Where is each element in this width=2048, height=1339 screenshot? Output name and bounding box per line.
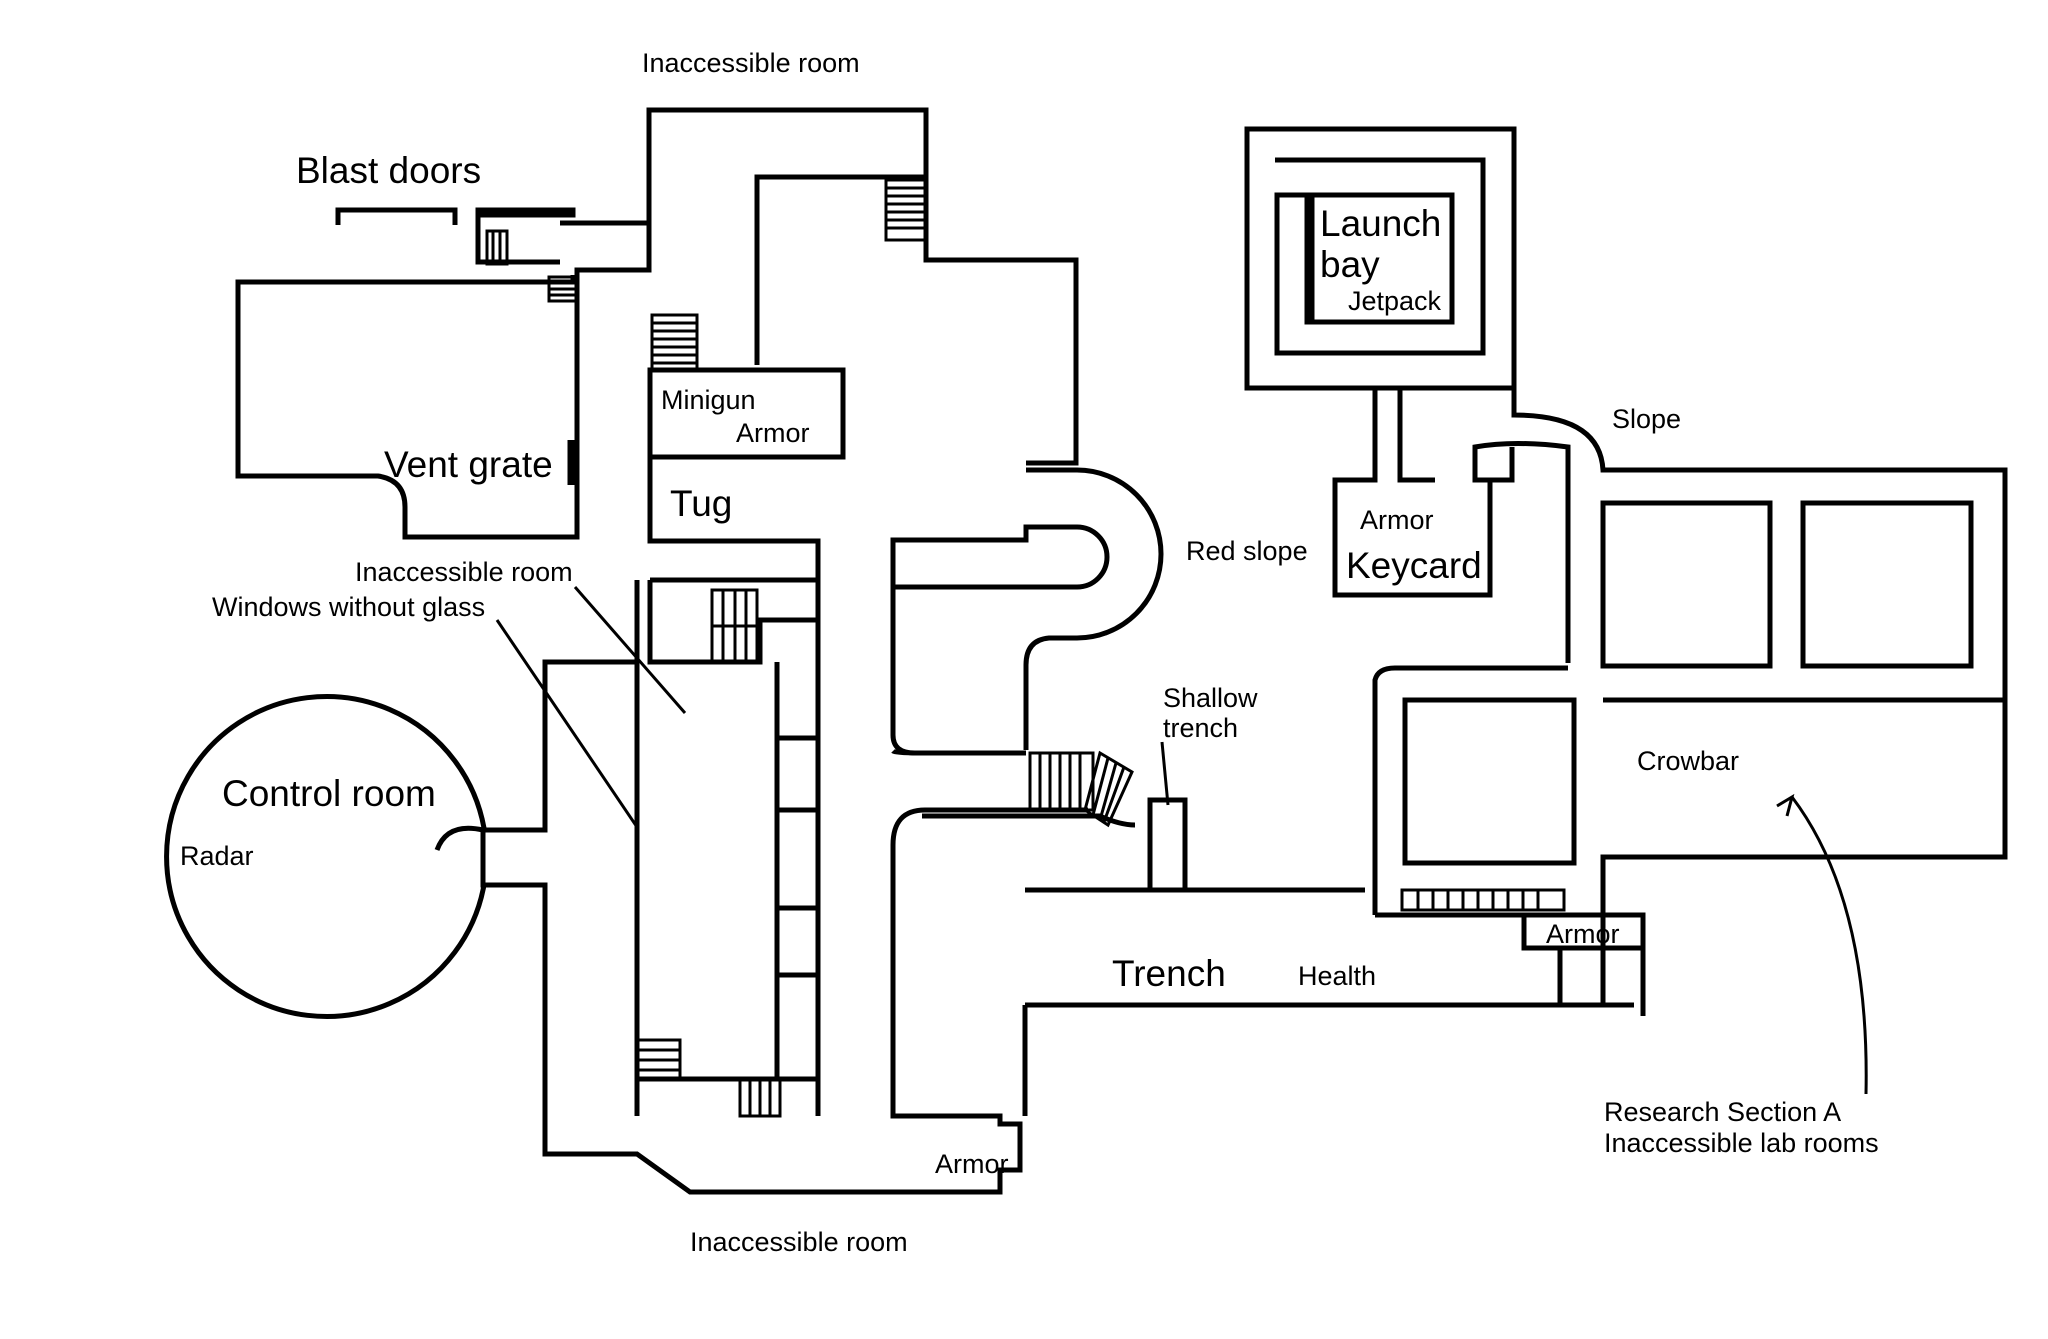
trench-sub-label: trench <box>1163 713 1239 743</box>
radar-label: Radar <box>180 841 254 871</box>
minigun-label: Minigun <box>661 385 756 415</box>
slope-label: Slope <box>1612 404 1682 434</box>
research-arrow <box>1790 796 1868 1095</box>
inaccessible-lab-rooms-label: Inaccessible lab rooms <box>1604 1128 1879 1158</box>
shallow-trench-pointer <box>1160 741 1170 806</box>
walls <box>164 107 2008 1195</box>
armor-minigun-label: Armor <box>736 418 810 448</box>
tug-corridor <box>647 457 821 1116</box>
shallow-trench <box>1147 797 1188 890</box>
research-section-label: Research Section A <box>1604 1097 1842 1127</box>
trench-label: Trench <box>1112 953 1226 994</box>
windows-without-glass-label: Windows without glass <box>212 592 486 622</box>
stair-6 <box>635 1038 682 1080</box>
red-slope-outer <box>1023 467 1164 750</box>
research-arrow-head <box>1776 793 1795 817</box>
lower-corridor <box>890 807 1136 846</box>
blast-door <box>335 207 458 225</box>
vent-grate-label: Vent grate <box>384 444 553 485</box>
central-corridor-right <box>890 587 916 756</box>
armor-trench-box <box>1521 912 1646 951</box>
health-label: Health <box>1298 961 1377 991</box>
bottom-corridor-wall <box>434 825 1023 1195</box>
inaccessible-room-bottom-label: Inaccessible room <box>690 1227 908 1257</box>
blast-doors-label: Blast doors <box>296 150 482 191</box>
stair-2 <box>547 275 579 303</box>
stair-1 <box>485 229 509 266</box>
top-room-wall <box>646 107 1079 466</box>
inaccessible-room-mid-label: Inaccessible room <box>355 557 573 587</box>
keycard-label: Keycard <box>1346 545 1482 586</box>
callout-lines <box>495 586 1868 1095</box>
jetpack-label: Jetpack <box>1348 286 1442 316</box>
blast-doors-room-wall <box>235 220 652 540</box>
stair-8 <box>1028 751 1095 812</box>
stair-9 <box>1083 750 1134 828</box>
inaccessible-room-top-label: Inaccessible room <box>642 48 860 78</box>
tug-label: Tug <box>670 483 733 524</box>
armor-bottom-label: Armor <box>935 1149 1009 1179</box>
shallow-label: Shallow <box>1163 683 1258 713</box>
stair-10 <box>1400 888 1566 912</box>
keycard-room <box>1332 388 1571 663</box>
windows-pointer <box>495 619 639 828</box>
control-room-wall <box>164 694 487 1019</box>
stair-5 <box>710 588 759 664</box>
inaccessible-room-pointer <box>573 586 687 714</box>
launch-label: Launch <box>1320 203 1442 244</box>
stair-3 <box>650 313 699 372</box>
red-slope-label: Red slope <box>1186 536 1308 566</box>
stair-4 <box>884 178 928 242</box>
crowbar-label: Crowbar <box>1637 746 1740 776</box>
keycard-inner <box>1397 388 2008 1005</box>
windows-wall <box>774 662 818 1082</box>
lab-room-1 <box>1600 500 1773 669</box>
lab-room-3 <box>1402 697 1577 866</box>
stair-7 <box>738 1077 782 1118</box>
inner-corridor <box>634 577 820 665</box>
armor-keycard-label: Armor <box>1360 505 1434 535</box>
control-room-label: Control room <box>222 773 436 814</box>
stairs <box>485 178 1566 1118</box>
launch-bay-outer <box>1244 126 1517 391</box>
minigun-room <box>647 367 846 460</box>
control-corridor <box>481 659 640 1116</box>
bay-label: bay <box>1320 244 1380 285</box>
lab-corridor <box>1372 665 2005 1016</box>
armor-trench-label: Armor <box>1546 919 1620 949</box>
launch-bay-ring <box>1274 157 1486 356</box>
lab-room-2 <box>1800 500 1974 669</box>
